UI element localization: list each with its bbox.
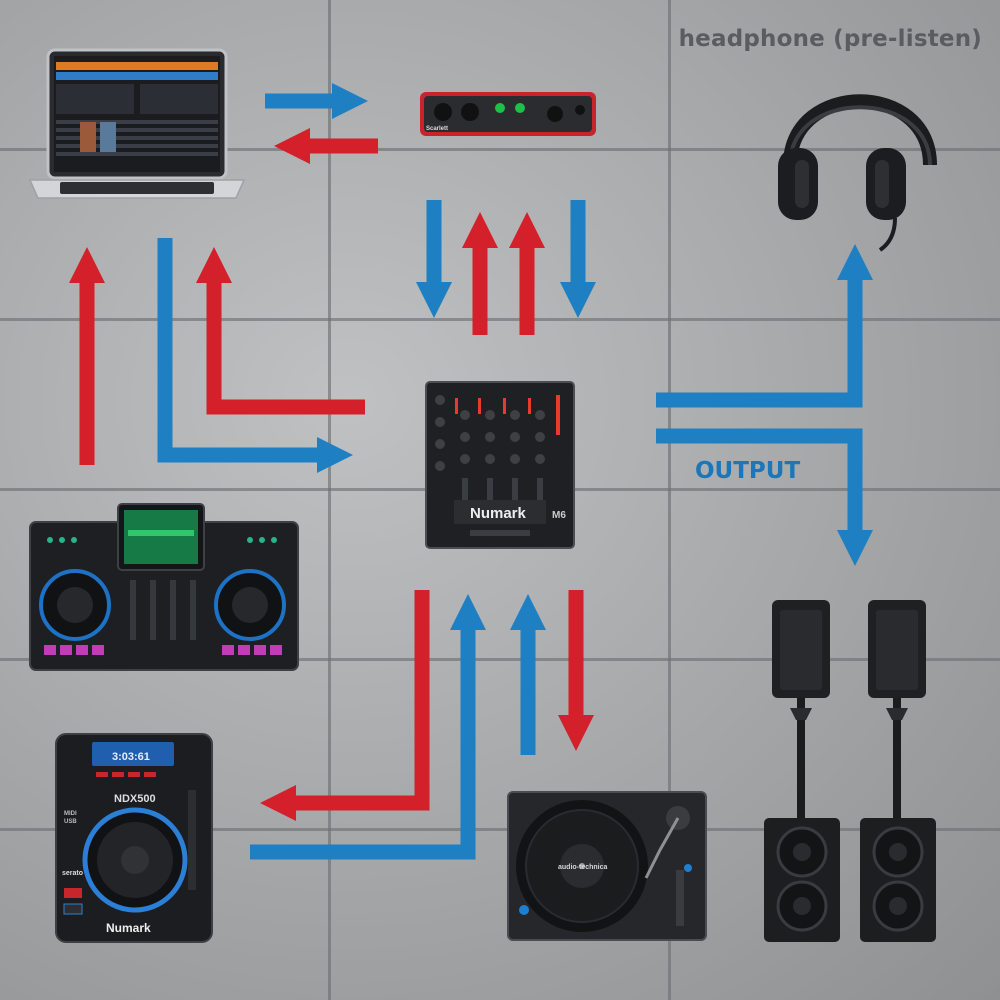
arrow-cdplayer-to-mixer <box>250 593 487 860</box>
interface-brand-label: Scarlett <box>426 126 448 132</box>
mixer-brand-label: Numark <box>470 505 527 522</box>
headphones-icon <box>778 94 937 252</box>
page-title: headphone (pre-listen) <box>678 26 982 52</box>
tile-seam <box>0 318 1000 321</box>
arrow-laptop-to-mixer <box>157 238 354 474</box>
cd-side-label-midi: MIDI <box>64 811 77 817</box>
cd-player-icon: 3:03:61 NDX500 MIDI USB serato Numark <box>55 733 213 943</box>
audio-interface-icon: Scarlett <box>420 92 596 136</box>
arrow-mixer-to-laptop-2 <box>195 246 365 415</box>
tile-seam <box>668 0 671 1000</box>
tile-seam <box>0 828 1000 831</box>
cd-model-label: NDX500 <box>114 793 156 805</box>
cd-display-time: 3:03:61 <box>112 751 150 763</box>
mixer-model-label: M6 <box>552 510 566 521</box>
cd-side-label-serato: serato <box>62 870 83 877</box>
dj-mixer-icon: Numark M6 <box>425 381 575 549</box>
tile-seam <box>0 658 1000 661</box>
speaker-icon <box>764 600 936 942</box>
arrow-mixer-to-cdplayer <box>259 590 430 822</box>
dj-controller-icon <box>29 503 299 671</box>
turntable-icon: audio-technica <box>507 791 707 941</box>
arrow-mixer-to-headphones <box>656 243 874 408</box>
laptop-icon <box>28 48 246 199</box>
cd-side-label-usb: USB <box>64 819 77 825</box>
tile-seam <box>0 148 1000 151</box>
turntable-brand-label: audio-technica <box>558 864 608 871</box>
cd-brand-label: Numark <box>106 921 151 935</box>
tile-seam <box>328 0 331 1000</box>
arrow-mixer-to-speakers <box>656 428 874 567</box>
output-label: OUTPUT <box>695 458 801 484</box>
